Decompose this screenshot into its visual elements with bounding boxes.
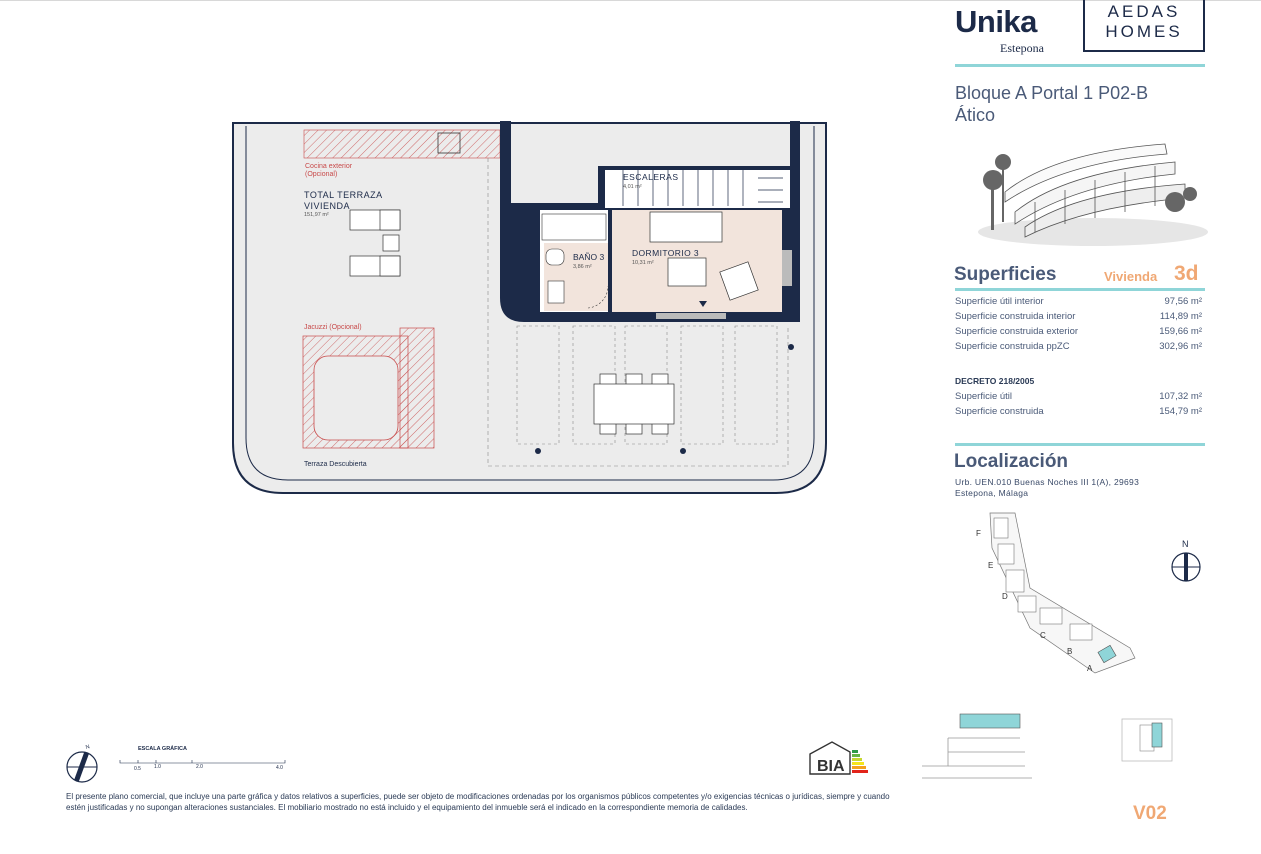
decreto-row: Superficie útil 107,32 m² [955, 391, 1202, 402]
svg-label: 151,97 m² [304, 212, 329, 218]
jacuzzi-zone [302, 327, 435, 449]
site-highlight [1097, 644, 1117, 664]
svg-label: DORMITORIO 3 [632, 248, 699, 258]
superficie-value: 159,66 m² [1159, 326, 1202, 337]
svg-label: B [1067, 647, 1072, 656]
cocina-exterior-zone [303, 129, 501, 159]
svg-label: VIVIENDA [304, 201, 350, 211]
building-illustration [978, 143, 1208, 246]
svg-label: BAÑO 3 [573, 252, 604, 262]
svg-label: D [1002, 592, 1008, 601]
brand-location: Estepona [1000, 41, 1044, 55]
scale-bar: N ESCALA GRÁFICA 0.5 1.0 2.0 4.0 [66, 744, 286, 783]
svg-label: F [976, 529, 981, 538]
partner-logo: AEDAS HOMES [1083, 0, 1205, 52]
address-line1: Urb. UEN.010 Buenas Noches III 1(A), 296… [955, 477, 1140, 487]
svg-label: A [1087, 664, 1093, 673]
armchair-icon [719, 261, 759, 301]
svg-label: C [1040, 631, 1046, 640]
superficie-label: Superficie construida exterior [955, 326, 1079, 337]
entry-arrow-icon [699, 301, 707, 307]
bath-counter-icon [541, 213, 607, 241]
version-label: V02 [1133, 803, 1167, 824]
localizacion-rule [955, 443, 1205, 446]
table-icon [667, 257, 707, 287]
svg-label: BIA [817, 758, 845, 775]
address-line2: Estepona, Málaga [955, 488, 1029, 498]
localizacion-heading: Localización [954, 451, 1069, 472]
decreto-value: 154,79 m² [1159, 406, 1202, 417]
svg-label: ESCALERAS [623, 172, 679, 182]
svg-label: Jacuzzi (Opcional) [304, 324, 362, 331]
svg-label: 10,31 m² [632, 260, 654, 266]
brand-name: Unika [955, 4, 1037, 39]
svg-label: E [988, 561, 993, 570]
section-diagram [922, 713, 1032, 779]
superficies-rule [955, 288, 1205, 291]
header-rule [955, 64, 1205, 67]
dining-table-icon [593, 373, 675, 435]
svg-label: ESCALA GRÁFICA [138, 745, 187, 752]
svg-label: Terraza Descubierta [304, 461, 367, 468]
svg-label: (Opcional) [305, 171, 337, 178]
svg-label: 4,01 m² [623, 184, 642, 190]
loungers-icon [349, 209, 401, 277]
bedroom-window [656, 313, 726, 319]
decreto-label: Superficie útil [955, 391, 1013, 402]
superficie-row: Superficie construida ppZC 302,96 m² [955, 341, 1202, 352]
svg-label: 2.0 [196, 764, 203, 770]
svg-label: 3,86 m² [573, 264, 592, 270]
bathtub-icon [545, 248, 565, 266]
decreto-value: 107,32 m² [1159, 391, 1202, 402]
terrace-inner-edge [245, 126, 815, 481]
svg-label: 4.0 [276, 765, 283, 771]
superficie-value: 302,96 m² [1159, 341, 1202, 352]
superficies-heading: Superficies [954, 264, 1057, 285]
superficie-label: Superficie construida interior [955, 311, 1076, 322]
superficie-row: Superficie construida exterior 159,66 m² [955, 326, 1202, 337]
sofa-icon [649, 211, 723, 243]
svg-label: Cocina exterior [305, 163, 353, 170]
toilet-icon [547, 280, 565, 304]
svg-label: TOTAL TERRAZA [304, 190, 383, 200]
unit-line2: Ático [955, 105, 996, 125]
energy-label-icon: BIA [809, 741, 868, 775]
svg-label: N [1182, 539, 1189, 549]
site-map: F E D C B A [976, 512, 1136, 674]
superficie-row: Superficie construida interior 114,89 m² [955, 311, 1202, 322]
decreto-heading: DECRETO 218/2005 [955, 376, 1035, 386]
superficie-value: 114,89 m² [1159, 311, 1202, 322]
vivienda-value: 3d [1174, 262, 1199, 285]
partner-line1: AEDAS [1107, 2, 1181, 21]
north-arrow-icon: N [1171, 539, 1201, 582]
legal-disclaimer: El presente plano comercial, que incluye… [66, 792, 890, 812]
top-rule [0, 0, 1261, 1]
superficie-row: Superficie útil interior 97,56 m² [955, 296, 1202, 307]
vivienda-label: Vivienda [1104, 269, 1158, 284]
unit-title: Bloque A Portal 1 P02-B Ático [955, 82, 1148, 126]
superficie-label: Superficie útil interior [955, 296, 1044, 307]
svg-label: 1.0 [154, 764, 161, 770]
floor-plan: Cocina exterior (Opcional) TOTAL TERRAZA… [232, 121, 827, 494]
svg-label: N [85, 744, 90, 751]
superficie-value: 97,56 m² [1164, 296, 1203, 307]
svg-label: 0.5 [134, 766, 141, 772]
sink-icon [437, 132, 461, 154]
decreto-row: Superficie construida 154,79 m² [955, 406, 1202, 417]
partner-line2: HOMES [1105, 22, 1183, 41]
floor-key-plan [1121, 718, 1173, 762]
unit-line1: Bloque A Portal 1 P02-B [955, 83, 1149, 103]
decreto-label: Superficie construida [955, 406, 1044, 417]
superficie-label: Superficie construida ppZC [955, 341, 1070, 352]
